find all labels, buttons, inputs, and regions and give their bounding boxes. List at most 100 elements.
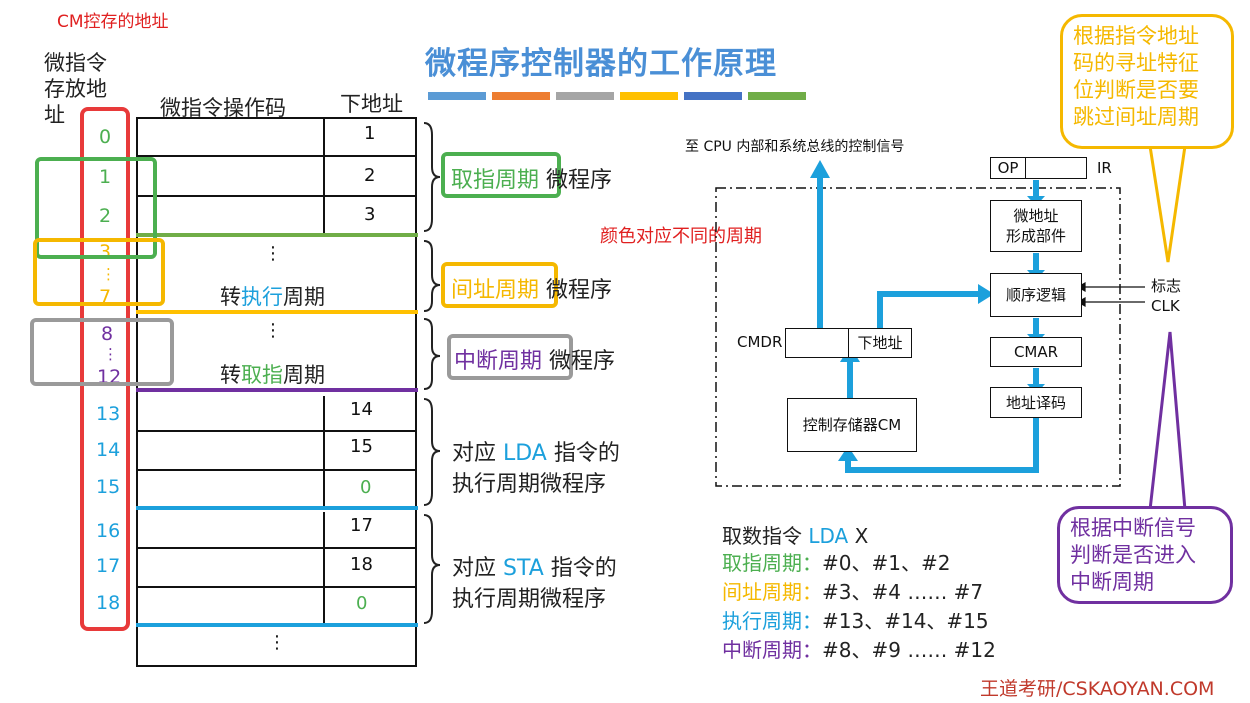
address-cell: 1 — [99, 166, 112, 188]
lda-line2: 执行周期微程序 — [452, 472, 607, 497]
address-decoder: 地址译码 — [990, 387, 1082, 418]
address-cell: ⋮ — [103, 345, 118, 363]
fetch-subroutine-label: 取指周期 微程序 — [451, 162, 612, 194]
address-cell: 2 — [99, 205, 112, 227]
braces — [423, 122, 441, 624]
address-cell: 17 — [96, 555, 121, 577]
sta-prefix: 对应 — [452, 556, 503, 581]
example-title-op: LDA — [808, 524, 849, 548]
controller-boundary — [715, 187, 1121, 487]
color-bar-segment — [428, 92, 486, 100]
arrowhead — [838, 446, 858, 461]
header-address: 微指令 存放地 址 — [44, 51, 107, 127]
example-interrupt: 中断周期：#8、#9 …… #12 — [722, 634, 996, 663]
goto-highlight: 执行 — [241, 285, 283, 309]
goto-execute-text: 转执行周期 — [220, 281, 325, 311]
goto-suffix: 周期 — [283, 363, 325, 387]
table-ellipsis: ⋮ — [264, 243, 282, 264]
top-callout-tail — [1148, 144, 1187, 263]
table-row-divider — [136, 195, 417, 197]
table-row-divider — [136, 430, 417, 432]
lda-prefix: 对应 — [452, 441, 503, 466]
lda-op: LDA — [503, 441, 547, 466]
example-execute: 执行周期：#13、#14、#15 — [722, 605, 989, 634]
next-address-cell: 0 — [360, 477, 372, 498]
address-cell: 0 — [99, 126, 112, 148]
micro-address-generator: 微地址 形成部件 — [990, 200, 1082, 252]
example-title-suffix: X — [848, 524, 869, 548]
next-address-cell: 1 — [364, 123, 376, 144]
fetch-label-box — [441, 152, 561, 198]
sta-brace — [423, 514, 441, 624]
footer-brand: 王道考研/CSKAOYAN.COM — [980, 678, 1215, 700]
table-row-divider — [136, 469, 417, 471]
indirect-cycle-separator — [136, 310, 418, 314]
addressing-callout: 根据指令地址 码的寻址特征 位判断是否要 跳过间址周期 — [1060, 14, 1234, 149]
goto-fetch-text: 转取指周期 — [220, 359, 325, 389]
cmdr-label: CMDR — [737, 333, 783, 351]
cm-address-label: CM控存的地址 — [57, 12, 169, 32]
legend-values: #8、#9 …… #12 — [822, 638, 996, 662]
next-address-cell: 18 — [350, 554, 373, 575]
address-cell: 13 — [96, 403, 121, 425]
indirect-label-box — [441, 262, 558, 308]
ir-op-box: OP — [990, 157, 1026, 179]
sta-line1: 对应 STA 指令的 — [452, 553, 617, 584]
fetch-cycle-separator — [136, 233, 418, 237]
next-address-cell: 15 — [350, 436, 373, 457]
page-title: 微程序控制器的工作原理 — [425, 46, 777, 82]
cmdr-next-address: 下地址 — [848, 328, 912, 358]
lda-brace — [423, 398, 441, 506]
address-cell: 8 — [101, 323, 114, 345]
color-note: 颜色对应不同的周期 — [600, 226, 762, 247]
table-row-divider — [136, 586, 417, 588]
legend-values: #3、#4 …… #7 — [822, 580, 984, 604]
lda-cycle-separator — [136, 506, 418, 510]
microinstruction-table — [136, 117, 417, 667]
goto-prefix: 转 — [220, 363, 241, 387]
flag-label: 标志 — [1151, 277, 1182, 295]
color-bar-segment — [556, 92, 614, 100]
interrupt-label-box — [447, 334, 573, 380]
next-address-cell: 3 — [364, 204, 376, 225]
arrowhead — [978, 284, 994, 304]
next-address-cell: 14 — [350, 399, 373, 420]
cmdr-field — [785, 328, 849, 358]
next-address-cell: 2 — [364, 165, 376, 186]
control-store-cm: 控制存储器CM — [787, 398, 917, 452]
cm-address-column-outline — [80, 107, 130, 631]
fetch-suffix: 微程序 — [546, 168, 613, 193]
color-bar-segment — [492, 92, 550, 100]
interrupt-subroutine-label: 中断周期 微程序 — [454, 343, 615, 375]
sta-op: STA — [503, 556, 544, 581]
fetch-group-box — [35, 157, 157, 259]
lda-line1: 对应 LDA 指令的 — [452, 438, 620, 469]
indirect-suffix: 微程序 — [546, 278, 613, 303]
address-cell: 16 — [96, 520, 121, 542]
legend-label: 执行周期： — [722, 609, 822, 633]
example-fetch: 取指周期：#0、#1、#2 — [722, 547, 950, 576]
sta-subroutine-label: 对应 STA 指令的 执行周期微程序 — [452, 553, 617, 615]
sta-cycle-separator — [136, 623, 418, 627]
goto-highlight: 取指 — [241, 363, 283, 387]
table-column-divider — [323, 396, 325, 510]
table-row-divider — [136, 155, 417, 157]
fetch-brace — [423, 122, 441, 232]
next-address-cell: 0 — [356, 593, 368, 614]
ir-label: IR — [1097, 159, 1112, 177]
legend-label: 间址周期： — [722, 580, 822, 604]
indirect-cycle-text: 间址周期 — [451, 278, 540, 303]
sta-suffix: 指令的 — [543, 556, 617, 581]
interrupt-brace — [423, 318, 441, 390]
interrupt-callout: 根据中断信号 判断是否进入 中断周期 — [1057, 506, 1233, 604]
color-bar — [428, 92, 808, 100]
cmar-box: CMAR — [990, 337, 1082, 367]
control-signal-label: 至 CPU 内部和系统总线的控制信号 — [685, 139, 905, 155]
ir-address-box — [1025, 157, 1087, 179]
sta-line2: 执行周期微程序 — [452, 587, 607, 612]
sequence-logic: 顺序逻辑 — [990, 273, 1082, 317]
arrowhead — [810, 160, 830, 178]
table-row-divider — [136, 547, 417, 549]
legend-label: 取指周期： — [722, 551, 822, 575]
color-bar-segment — [684, 92, 742, 100]
